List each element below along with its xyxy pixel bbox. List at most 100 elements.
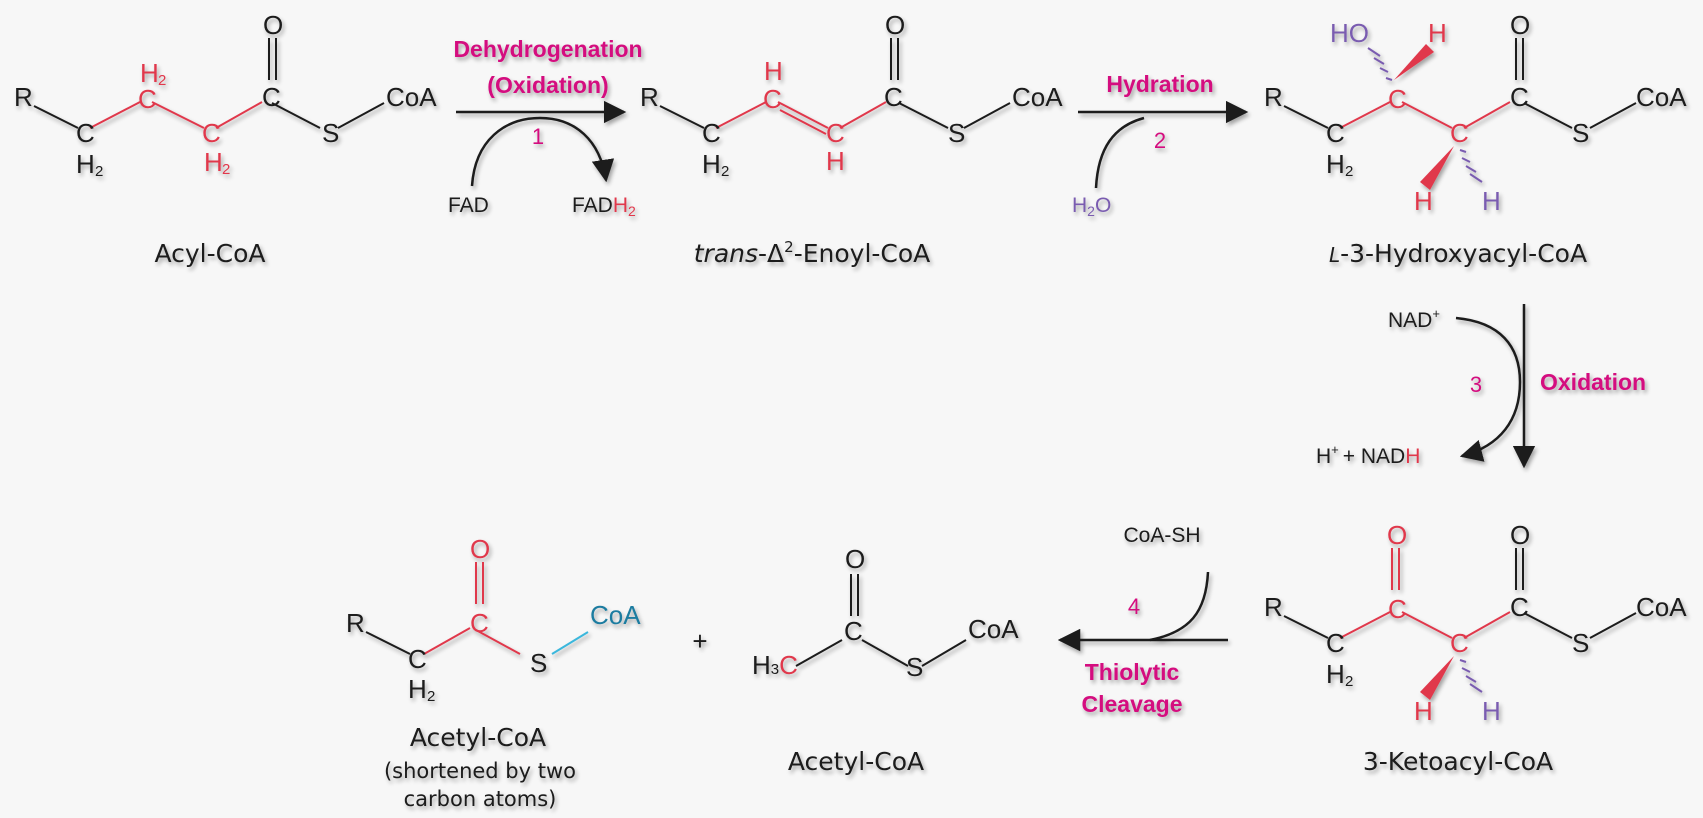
subscript-2: 2 — [158, 72, 166, 89]
atom-h: H — [702, 149, 721, 179]
subscript-2: 2 — [222, 161, 230, 178]
atom-c: C — [1388, 594, 1407, 624]
step4-name-2: Cleavage — [1081, 691, 1182, 717]
atom-h: H — [76, 149, 95, 179]
atom-c: C — [470, 608, 489, 638]
subscript-2: 2 — [721, 163, 729, 180]
coa-sh-label: CoA-SH — [1123, 524, 1200, 547]
atom-c: C — [408, 644, 427, 674]
shortened-note-line1: (shortened by two — [384, 759, 576, 783]
plus-sign: + — [692, 626, 707, 656]
atom-coa: CoA — [590, 600, 641, 630]
atom-c: C — [1510, 592, 1529, 622]
atom-c: C — [1326, 628, 1345, 658]
step1-name: Dehydrogenation — [453, 36, 642, 62]
subscript-2: 2 — [1345, 673, 1353, 690]
fad-label: FAD — [448, 194, 489, 217]
atom-c: C — [262, 82, 281, 112]
atom-coa: CoA — [386, 82, 437, 112]
step4-name: Thiolytic — [1085, 659, 1180, 685]
atom-coa: CoA — [1636, 82, 1687, 112]
shortened-note-line2: carbon atoms) — [404, 787, 557, 811]
cofactor-arrow — [470, 116, 615, 187]
atom-r: R — [14, 82, 33, 112]
atom-o: O — [845, 544, 865, 574]
atom-o: O — [263, 10, 283, 40]
acyl-coa-structure: R C H 2 C H 2 C H 2 C O S CoA — [14, 10, 437, 180]
atom-coa: CoA — [1636, 592, 1687, 622]
step3-name: Oxidation — [1540, 369, 1646, 395]
atom-o: O — [1387, 520, 1407, 550]
atom-h: H — [408, 674, 427, 704]
cofactor-arrow — [1094, 116, 1145, 189]
atom-c: C — [1450, 118, 1469, 148]
atom-s: S — [530, 648, 547, 678]
atom-h: H — [1482, 696, 1501, 726]
atom-o: O — [1510, 520, 1530, 550]
atom-h: H — [1326, 659, 1345, 689]
subscript-2: 2 — [427, 688, 435, 705]
atom-c: C — [702, 118, 721, 148]
cofactor-arrow — [1455, 316, 1522, 462]
enoyl-coa-structure: R C H 2 C H C H C O S CoA — [640, 10, 1063, 180]
atom-c: C — [844, 616, 863, 646]
atom-coa: CoA — [968, 614, 1019, 644]
hydroxyacyl-coa-label: L-3-Hydroxyacyl-CoA — [1329, 239, 1587, 268]
atom-ho: HO — [1330, 18, 1369, 48]
atom-h: H — [1414, 186, 1433, 216]
atom-h: H — [1482, 186, 1501, 216]
atom-c: C — [202, 118, 221, 148]
wedge-bond — [1420, 146, 1454, 190]
fadh2-label: FADH2 — [572, 194, 636, 219]
step3-number: 3 — [1470, 372, 1482, 397]
hydroxyacyl-coa-structure: R C H 2 C HO H C H H C O S CoA — [1264, 10, 1687, 216]
acyl-coa-label: Acyl-CoA — [154, 239, 265, 268]
atom-c: C — [884, 82, 903, 112]
atom-r: R — [1264, 592, 1283, 622]
atom-h3c: H3C — [752, 650, 798, 680]
ketoacyl-coa-structure: R C H 2 C O C H H C O S CoA — [1264, 520, 1687, 726]
wedge-bond — [1420, 656, 1454, 700]
wedge-bond — [1394, 44, 1434, 80]
shortened-acyl-coa-label: Acetyl-CoA — [410, 723, 546, 752]
atom-o: O — [1510, 10, 1530, 40]
step1-number: 1 — [532, 124, 544, 149]
atom-c: C — [1388, 84, 1407, 114]
atom-o: O — [470, 534, 490, 564]
nadh-label: H++ NADH — [1316, 442, 1420, 468]
shortened-acyl-coa-structure: R C H 2 C O S CoA — [346, 534, 641, 705]
subscript-2: 2 — [1345, 163, 1353, 180]
step2-name: Hydration — [1106, 71, 1213, 97]
atom-c: C — [76, 118, 95, 148]
water-label: H2O — [1072, 194, 1111, 219]
step1-reaction: Dehydrogenation (Oxidation) 1 FAD FADH2 — [448, 36, 643, 219]
atom-c: C — [1326, 118, 1345, 148]
atom-s: S — [948, 118, 965, 148]
atom-s: S — [1572, 118, 1589, 148]
atom-h: H — [204, 147, 223, 177]
atom-c: C — [1450, 628, 1469, 658]
atom-h: H — [1326, 149, 1345, 179]
nad-plus-label: NAD+ — [1388, 306, 1440, 332]
atom-h: H — [1428, 18, 1447, 48]
cofactor-arrow — [1149, 571, 1210, 642]
step2-number: 2 — [1154, 128, 1166, 153]
step3-reaction: NAD+ 3 Oxidation H++ NADH — [1316, 304, 1646, 469]
atom-o: O — [885, 10, 905, 40]
step2-reaction: Hydration 2 H2O — [1072, 71, 1249, 219]
atom-h: H — [140, 58, 159, 88]
atom-c: C — [763, 84, 782, 114]
ketoacyl-coa-label: 3-Ketoacyl-CoA — [1363, 747, 1553, 776]
acetyl-coa-structure: H3C C O S CoA — [752, 544, 1019, 682]
step1-name-2: (Oxidation) — [487, 72, 608, 98]
atom-r: R — [346, 608, 365, 638]
atom-h: H — [1414, 696, 1433, 726]
atom-c: C — [826, 118, 845, 148]
acetyl-coa-label: Acetyl-CoA — [788, 747, 924, 776]
step4-reaction: CoA-SH 4 Thiolytic Cleavage — [1057, 524, 1228, 717]
atom-r: R — [640, 82, 659, 112]
atom-r: R — [1264, 82, 1283, 112]
atom-c: C — [138, 84, 157, 114]
